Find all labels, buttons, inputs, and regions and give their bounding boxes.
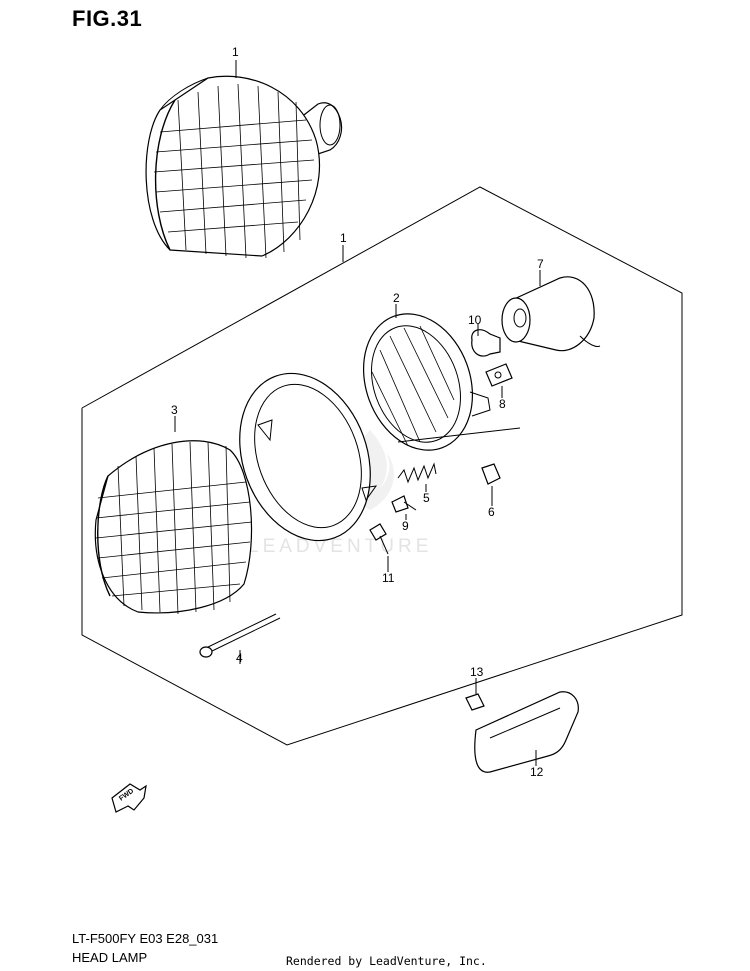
callout-13: 13 <box>470 665 484 679</box>
callouts: 1 1 2 3 4 5 6 7 8 9 10 11 12 13 <box>171 45 544 779</box>
leader-lines <box>174 60 541 766</box>
bulb-socket <box>501 276 601 352</box>
long-screw <box>199 613 281 658</box>
callout-11: 11 <box>382 571 395 585</box>
callout-5: 5 <box>423 491 430 505</box>
render-credit: Rendered by LeadVenture, Inc. <box>286 954 487 968</box>
head-lamp-assembly <box>145 75 343 259</box>
reflector <box>474 691 579 773</box>
callout-10: 10 <box>468 313 482 327</box>
adjusting-spring <box>397 462 437 484</box>
callout-7: 7 <box>537 257 544 271</box>
reflector-nut <box>465 693 485 711</box>
watermark-text: LEADVENTURE <box>248 536 432 557</box>
callout-3: 3 <box>171 403 178 417</box>
figure-title: FIG.31 <box>72 6 143 31</box>
head-lamp-rim <box>239 372 378 542</box>
head-lamp-guard <box>94 440 253 615</box>
bulb <box>471 329 501 357</box>
callout-2: 2 <box>393 291 400 305</box>
screw <box>391 495 417 513</box>
nut <box>481 463 501 485</box>
callout-1-box: 1 <box>340 231 347 245</box>
assembly-boundary <box>81 186 683 746</box>
callout-1-top: 1 <box>232 45 239 59</box>
model-code: LT-F500FY E03 E28_031 <box>72 931 219 946</box>
callout-9: 9 <box>402 519 409 533</box>
callout-4: 4 <box>236 651 243 665</box>
adjusting-screw <box>369 523 389 555</box>
lens-reflector-unit <box>362 313 521 451</box>
callout-6: 6 <box>488 505 495 519</box>
forward-arrow-icon: FWD <box>111 783 147 813</box>
callout-12: 12 <box>530 765 544 779</box>
clip <box>485 363 513 387</box>
callout-8: 8 <box>499 397 506 411</box>
section-title: HEAD LAMP <box>72 950 148 965</box>
